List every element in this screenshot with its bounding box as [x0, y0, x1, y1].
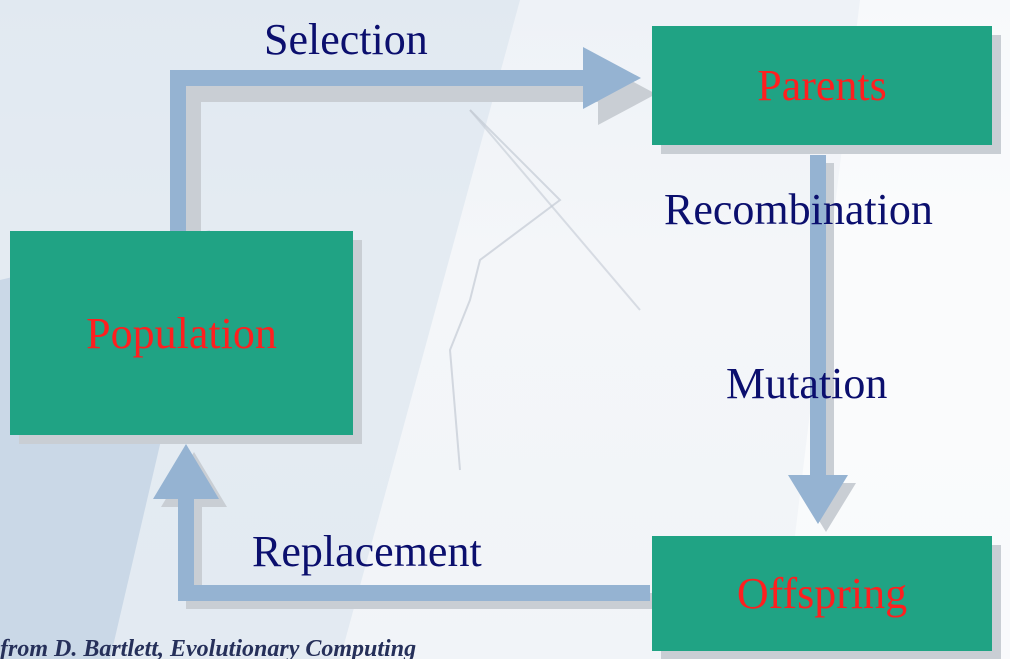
- edge-recombination-label: Recombination: [664, 185, 933, 234]
- edge-mutation-label: Mutation: [726, 359, 888, 408]
- node-offspring: Offspring: [652, 536, 992, 651]
- arrow-mutation: [788, 155, 856, 532]
- node-parents: Parents: [652, 26, 992, 145]
- edge-replacement-label: Replacement: [252, 527, 482, 576]
- node-parents-label: Parents: [757, 61, 887, 110]
- arrow-replacement: [153, 444, 658, 609]
- node-population: Population: [10, 231, 353, 435]
- arrow-selection: [170, 47, 656, 240]
- node-population-label: Population: [86, 308, 277, 358]
- edge-selection-label: Selection: [264, 15, 428, 64]
- source-credit: from D. Bartlett, Evolutionary Computing: [0, 636, 417, 659]
- node-offspring-label: Offspring: [736, 569, 908, 618]
